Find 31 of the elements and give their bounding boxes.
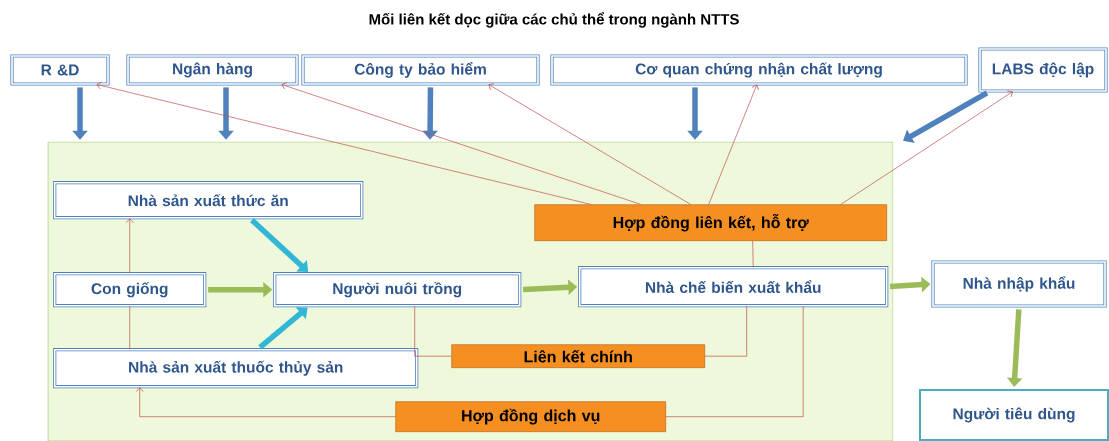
block-arrow bbox=[903, 90, 989, 144]
arrow bbox=[125, 218, 134, 274]
label-box: R &D bbox=[10, 54, 110, 86]
callout-box: Hợp đồng liên kết, hỗ trợ bbox=[534, 204, 887, 241]
label-box: Cơ quan chứng nhận chất lượng bbox=[550, 54, 968, 86]
label-box: Công ty bảo hiểm bbox=[301, 54, 540, 86]
arrow bbox=[135, 387, 396, 418]
arrow bbox=[840, 90, 1013, 205]
connector-line bbox=[704, 305, 748, 357]
arrow bbox=[488, 83, 692, 205]
arrow bbox=[96, 81, 592, 205]
callout-box: Liên kết chính bbox=[451, 344, 705, 368]
block-arrow bbox=[258, 307, 308, 350]
title: Mối liên kết dọc giữa các chủ thể trong ngành NTTS bbox=[369, 12, 739, 28]
arrow bbox=[708, 84, 759, 205]
callout-box: Hợp đồng dịch vụ bbox=[395, 401, 666, 432]
label-box: Nhà chế biến xuất khẩu bbox=[578, 266, 889, 308]
label-box: Ngân hàng bbox=[126, 54, 299, 86]
label-box: Người tiêu dùng bbox=[919, 389, 1109, 441]
block-arrow bbox=[250, 218, 309, 272]
connector-line bbox=[665, 305, 804, 418]
connector-line bbox=[414, 305, 452, 357]
connector-line bbox=[752, 240, 754, 268]
label-box: Nhà sản xuất thuốc thủy sản bbox=[53, 348, 419, 389]
label-box: Con giống bbox=[53, 272, 207, 308]
label-box: Nhà sản xuất thức ăn bbox=[53, 181, 364, 220]
label-box: Nhà nhập khẩu bbox=[931, 260, 1107, 308]
arrow bbox=[281, 82, 642, 205]
label-box: Người nuôi trồng bbox=[273, 272, 522, 308]
connector-line bbox=[129, 305, 131, 350]
label-box: LABS độc lập bbox=[978, 47, 1108, 93]
